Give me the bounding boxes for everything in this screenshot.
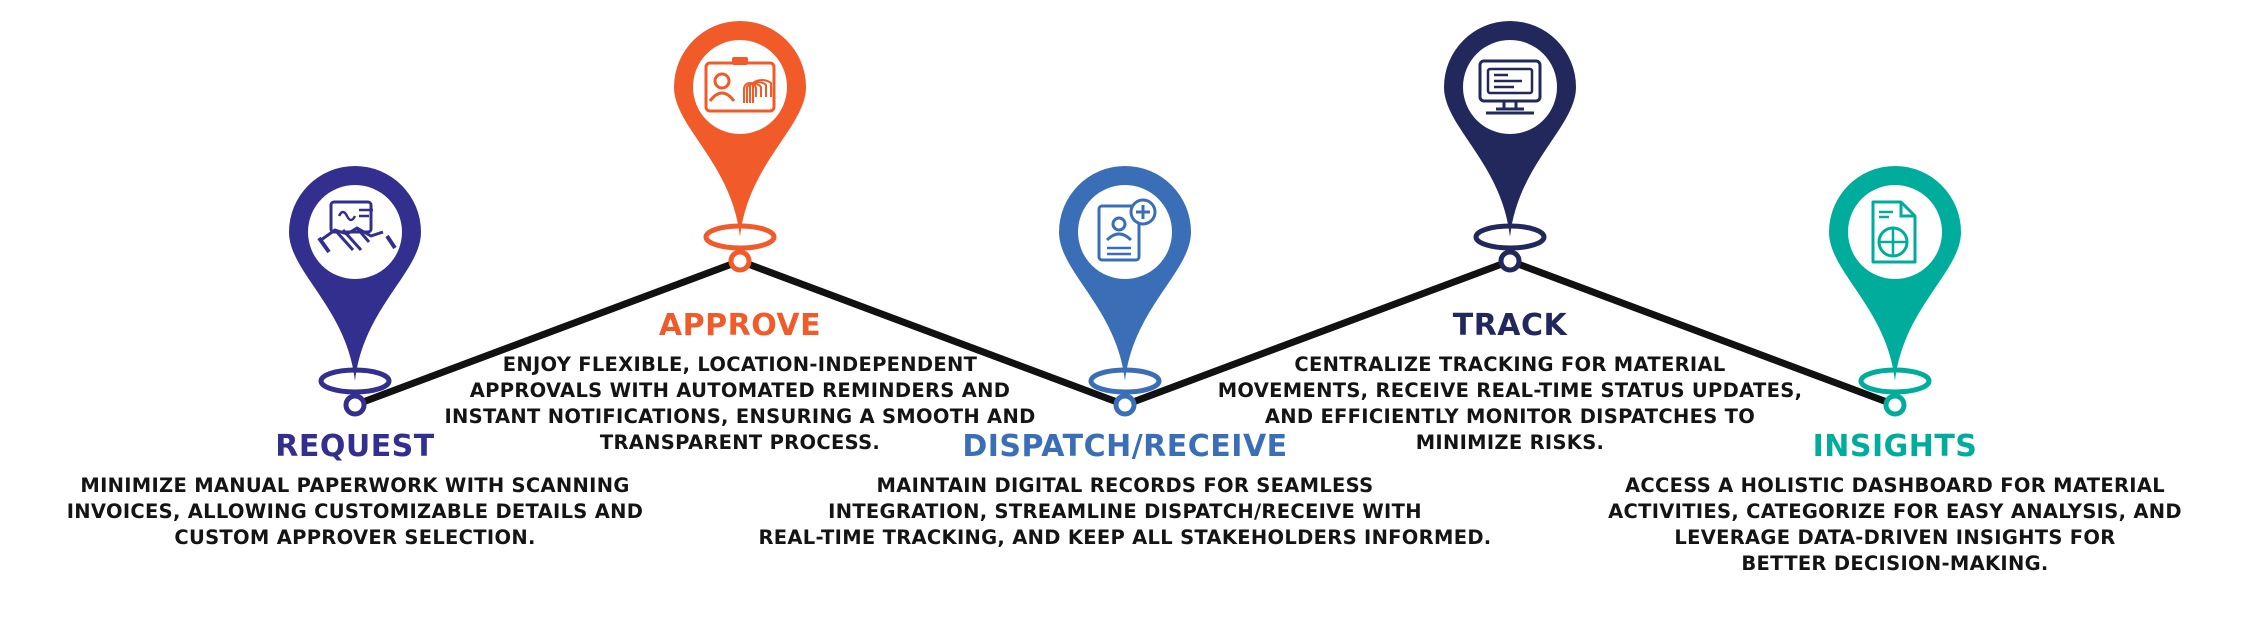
dispatch-title: DISPATCH/RECEIVE (962, 429, 1288, 464)
description-line: APPROVALS WITH AUTOMATED REMINDERS AND (469, 379, 1011, 402)
track-description: CENTRALIZE TRACKING FOR MATERIAL MOVEMEN… (1218, 352, 1803, 456)
description-line: BETTER DECISION-MAKING. (1741, 552, 2049, 575)
description-line: INSTANT NOTIFICATIONS, ENSURING A SMOOTH… (444, 405, 1036, 428)
description-line: MAINTAIN DIGITAL RECORDS FOR SEAMLESS (876, 474, 1374, 497)
insights-pin-inner-disc (1848, 185, 1942, 279)
request-node (343, 393, 367, 417)
description-line: LEVERAGE DATA-DRIVEN INSIGHTS FOR (1674, 526, 2116, 549)
approve-title: APPROVE (658, 308, 822, 343)
description-line: ENJOY FLEXIBLE, LOCATION-INDEPENDENT (502, 353, 978, 376)
request-description: MINIMIZE MANUAL PAPERWORK WITH SCANNING … (67, 473, 644, 551)
description-line: ACTIVITIES, CATEGORIZE FOR EASY ANALYSIS… (1608, 500, 2182, 523)
request-title: REQUEST (275, 429, 435, 464)
description-line: INTEGRATION, STREAMLINE DISPATCH/RECEIVE… (828, 500, 1422, 523)
report-chart-icon (1871, 200, 1917, 264)
description-line: CENTRALIZE TRACKING FOR MATERIAL (1294, 353, 1726, 376)
track-pin (1444, 21, 1576, 273)
request-pin (289, 166, 421, 417)
track-title: TRACK (1452, 308, 1568, 343)
description-line: MINIMIZE MANUAL PAPERWORK WITH SCANNING (80, 474, 630, 497)
insights-title: INSIGHTS (1812, 429, 1978, 464)
approve-node (728, 249, 752, 273)
description-line: REAL-TIME TRACKING, AND KEEP ALL STAKEHO… (758, 526, 1492, 549)
description-line: ACCESS A HOLISTIC DASHBOARD FOR MATERIAL (1625, 474, 2165, 497)
description-line: AND EFFICIENTLY MONITOR DISPATCHES TO (1264, 405, 1756, 428)
monitor-dashboard-icon (1478, 59, 1542, 115)
user-document-add-icon (1097, 198, 1157, 262)
description-line: MINIMIZE RISKS. (1415, 431, 1605, 454)
description-line: INVOICES, ALLOWING CUSTOMIZABLE DETAILS … (66, 500, 644, 523)
id-card-fingerprint-icon (704, 57, 776, 113)
insights-node (1883, 393, 1907, 417)
dispatch-node (1113, 393, 1137, 417)
description-line: CUSTOM APPROVER SELECTION. (174, 526, 536, 549)
dispatch-pin (1059, 166, 1191, 417)
insights-pin (1829, 166, 1961, 417)
dispatch-description: MAINTAIN DIGITAL RECORDS FOR SEAMLESS IN… (758, 473, 1491, 551)
dispatch-pin-inner-disc (1078, 185, 1172, 279)
approve-description: ENJOY FLEXIBLE, LOCATION-INDEPENDENT APP… (444, 352, 1035, 456)
insights-description: ACCESS A HOLISTIC DASHBOARD FOR MATERIAL… (1608, 473, 2182, 577)
description-line: TRANSPARENT PROCESS. (599, 431, 881, 454)
description-line: MOVEMENTS, RECEIVE REAL-TIME STATUS UPDA… (1217, 379, 1803, 402)
handshake-contract-icon (317, 200, 397, 254)
track-node (1498, 249, 1522, 273)
approve-pin (674, 21, 806, 273)
